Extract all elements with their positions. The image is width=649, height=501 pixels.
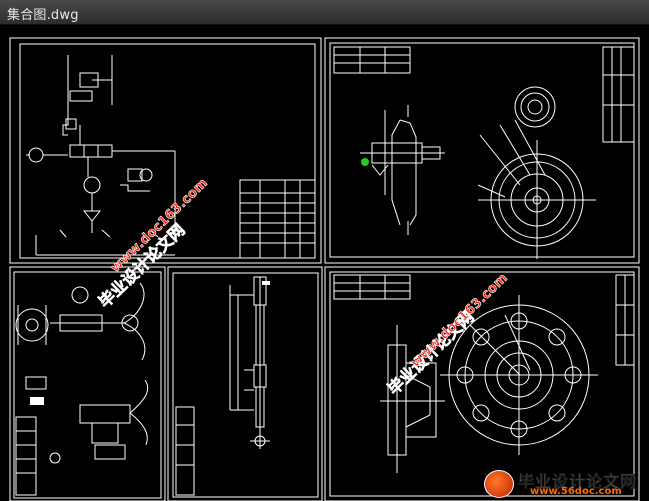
- cad-drawing: [9, 37, 640, 501]
- sheet-frame-flange: [324, 266, 640, 501]
- assembly-sectional-view: [333, 46, 445, 235]
- sheet-frame-assembly: [324, 37, 640, 264]
- site-logo: 毕业设计论文网 www.56doc.com: [482, 468, 644, 498]
- sheet-frame-parts: [9, 266, 166, 501]
- title-block-3: [615, 274, 635, 366]
- parts-views: [15, 282, 149, 496]
- flange-drawing: [333, 274, 598, 473]
- shaft-drawing: [175, 276, 270, 496]
- title-bar: 集合图.dwg: [0, 0, 649, 25]
- title-block-2: [602, 46, 635, 143]
- disc-view: [477, 86, 596, 259]
- green-marker: [361, 158, 369, 166]
- sheet-frame-shaft: [167, 266, 323, 501]
- drawing-canvas[interactable]: 毕业设计论文网 www.doc163.com 毕业设计论文网 www.doc16…: [0, 25, 649, 501]
- hydraulic-schematic: [26, 55, 176, 256]
- sheet-frame-hydraulic: [9, 37, 322, 264]
- logo-emblem-icon: [484, 470, 514, 498]
- window-title: 集合图.dwg: [7, 8, 79, 23]
- logo-name: 毕业设计论文网: [518, 472, 638, 492]
- title-block-1: [239, 179, 316, 259]
- logo-url: www.56doc.com: [530, 486, 622, 497]
